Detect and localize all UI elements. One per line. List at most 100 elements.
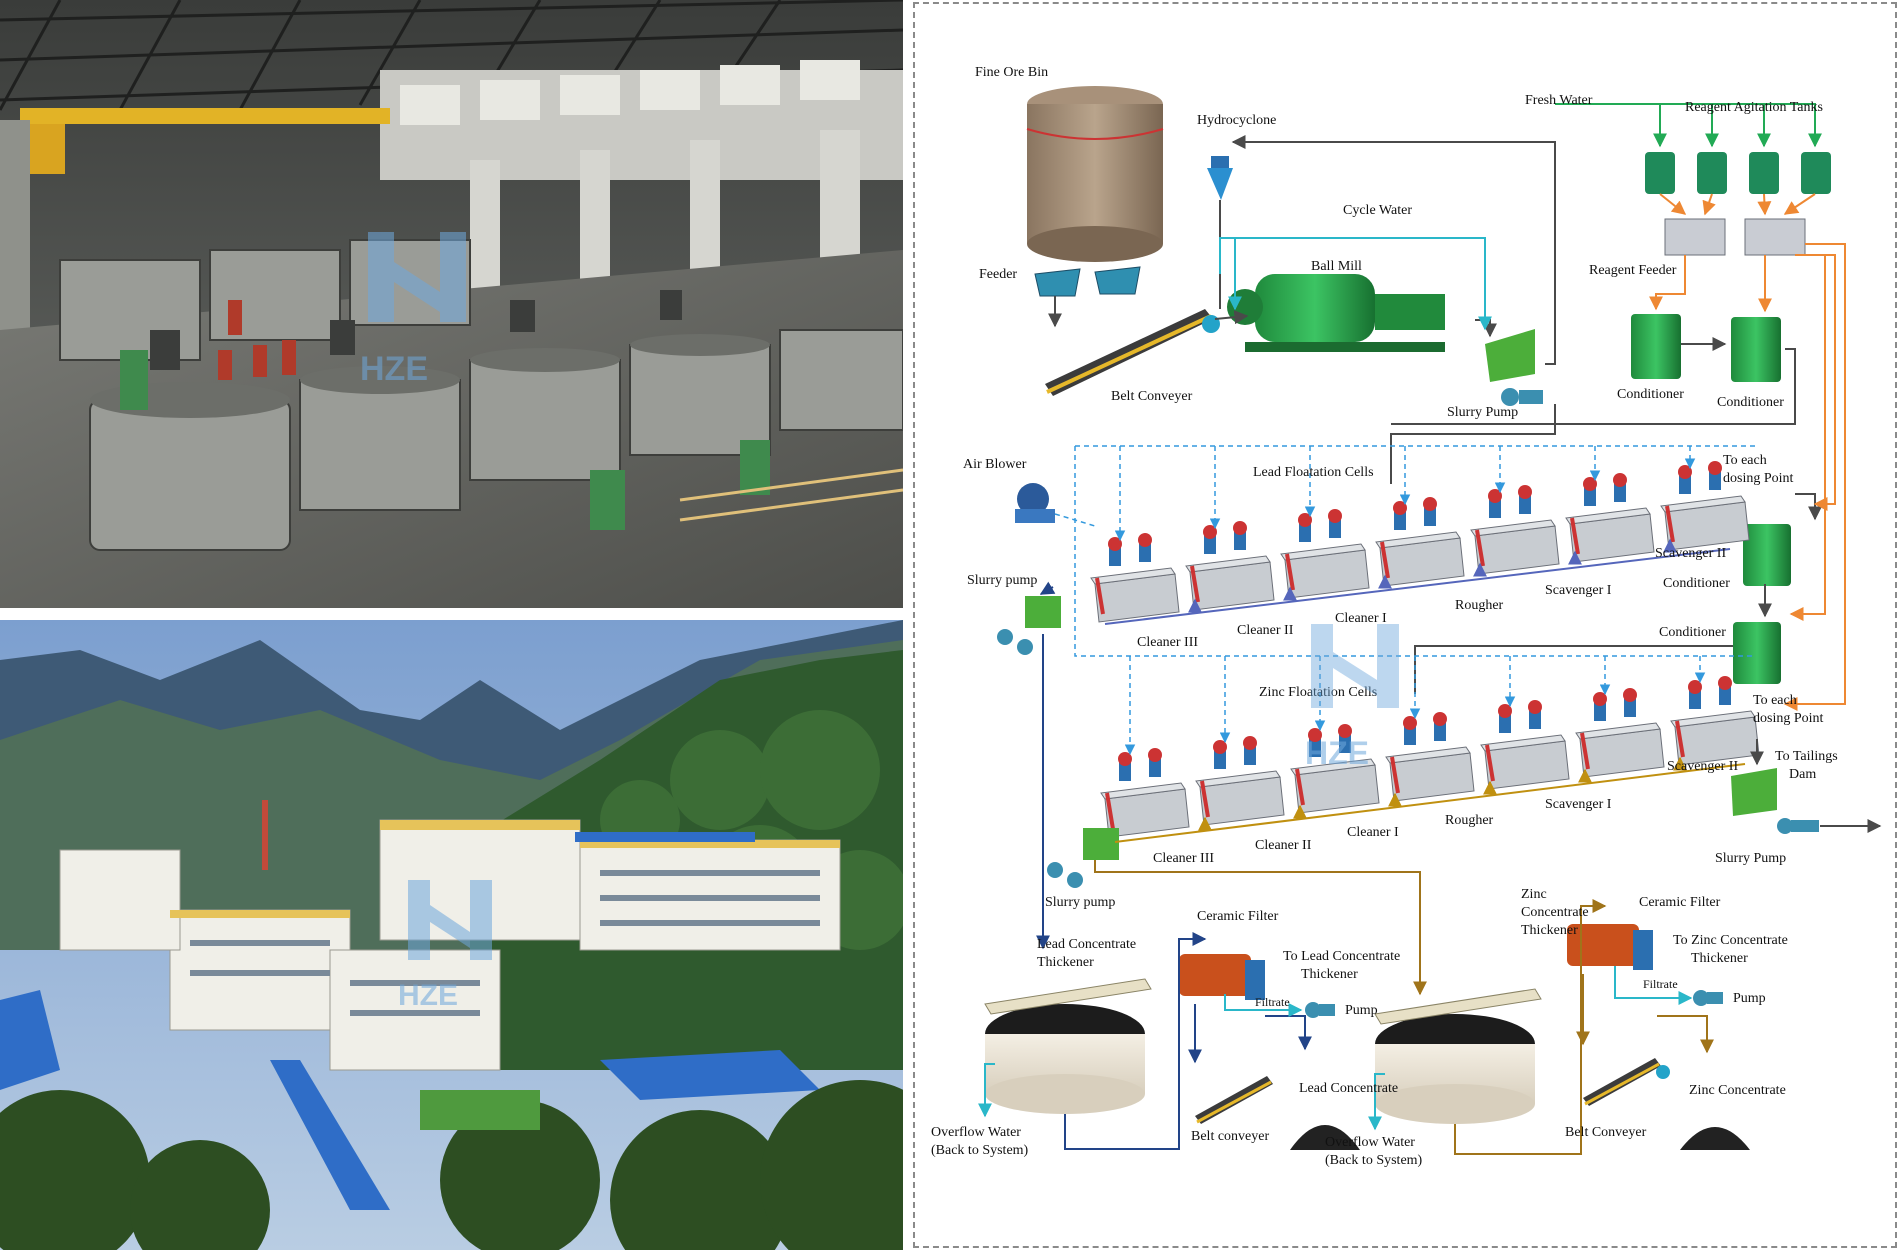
fine-ore-bin: [1026, 86, 1164, 262]
label-slurry-pump-bottom: Slurry pump: [1045, 895, 1115, 910]
label-to-zinc-conc-b: Thickener: [1691, 951, 1748, 966]
label-zinc-cleaner-ii: Cleaner II: [1255, 838, 1312, 853]
lead-cell-2: [1185, 521, 1275, 611]
label-slurry-pump-top: Slurry Pump: [1447, 405, 1518, 420]
label-belt-conveyor-zinc: Belt Conveyer: [1565, 1125, 1647, 1140]
label-to-tailings-b: Dam: [1789, 767, 1816, 782]
label-fresh-water: Fresh Water: [1525, 93, 1593, 108]
zinc-cell-3: [1290, 724, 1380, 814]
air-blower: [1015, 483, 1055, 523]
label-ceramic-filter-1: Ceramic Filter: [1197, 909, 1279, 924]
label-hydrocyclone: Hydrocyclone: [1197, 113, 1276, 128]
zinc-cell-1: [1100, 748, 1190, 838]
belt-conveyor-lead: [1195, 1076, 1273, 1124]
label-to-each-dosing-1b: dosing Point: [1723, 471, 1794, 486]
label-lead-cleaner-i: Cleaner I: [1335, 611, 1387, 626]
belt-conveyor-zinc: [1583, 1058, 1670, 1106]
air-header-zinc: [1074, 446, 1755, 657]
zinc-cell-5: [1480, 700, 1570, 790]
label-lead-scavenger-i: Scavenger I: [1545, 583, 1612, 598]
label-lead-cleaner-iii: Cleaner III: [1137, 635, 1198, 650]
label-zinc-cleaner-i: Cleaner I: [1347, 825, 1399, 840]
label-to-each-dosing-2a: To each: [1753, 693, 1797, 708]
lead-floatation-cell-row: [1090, 461, 1750, 623]
label-lead-concentrate: Lead Concentrate: [1299, 1081, 1398, 1096]
label-zinc-scavenger-ii: Scavenger II: [1667, 759, 1738, 774]
label-to-each-dosing-1a: To each: [1723, 453, 1767, 468]
lead-cell-1: [1090, 533, 1180, 623]
label-zinc-cleaner-iii: Cleaner III: [1153, 851, 1214, 866]
flotation-plant-interior-photo: HZE: [0, 0, 903, 608]
label-conditioner-3: Conditioner: [1659, 625, 1726, 640]
slurry-pump-right: [1731, 768, 1819, 834]
reagent-agitation-tanks: [1645, 152, 1831, 194]
label-filtrate-1: Filtrate: [1255, 995, 1290, 1009]
ball-mill: [1227, 274, 1445, 352]
label-ceramic-filter-2: Ceramic Filter: [1639, 895, 1721, 910]
zinc-cell-2: [1195, 736, 1285, 826]
label-zinc-scavenger-i: Scavenger I: [1545, 797, 1612, 812]
label-lead-scavenger-ii: Scavenger II: [1655, 546, 1726, 561]
label-lead-rougher: Rougher: [1455, 598, 1504, 613]
label-reagent-feeder: Reagent Feeder: [1589, 263, 1677, 278]
label-lead-floatation-cells: Lead Floatation Cells: [1253, 465, 1374, 480]
label-zinc-floatation-cells: Zinc Floatation Cells: [1259, 685, 1377, 700]
label-lead-conc-thickener-b: Thickener: [1037, 955, 1094, 970]
feeder: [1034, 266, 1141, 297]
ceramic-filter-lead: [1179, 954, 1265, 1000]
flotation-process-diagram: Fine Ore Bin Hydrocyclone Fresh Water Re…: [913, 2, 1897, 1248]
label-lead-conditioner: Conditioner: [1663, 576, 1730, 591]
lead-return-line: [1104, 548, 1731, 625]
zinc-cell-7: [1670, 676, 1760, 766]
label-to-each-dosing-2b: dosing Point: [1753, 711, 1824, 726]
slurry-pump-bottom: [1047, 828, 1119, 888]
lead-concentrate-thickener: [984, 978, 1152, 1114]
label-feeder: Feeder: [979, 267, 1017, 282]
label-belt-conveyer-lead: Belt conveyer: [1191, 1129, 1269, 1144]
diagram-labels: Fine Ore Bin Hydrocyclone Fresh Water Re…: [931, 65, 1838, 1168]
lead-cell-6: [1565, 473, 1655, 563]
hydrocyclone: [1207, 156, 1233, 200]
zinc-cell-6: [1575, 688, 1665, 778]
label-slurry-pump-left: Slurry pump: [967, 573, 1037, 588]
label-pump-2: Pump: [1733, 991, 1766, 1006]
label-overflow-1a: Overflow Water: [931, 1125, 1021, 1140]
label-overflow-2a: Overflow Water: [1325, 1135, 1415, 1150]
slurry-pump-left: [997, 596, 1061, 655]
label-slurry-pump-right: Slurry Pump: [1715, 851, 1786, 866]
label-reagent-agitation-tanks: Reagent Agitation Tanks: [1685, 100, 1823, 115]
slurry-pump-top: [1485, 329, 1543, 406]
label-overflow-2b: (Back to System): [1325, 1153, 1423, 1168]
zinc-cell-4: [1385, 712, 1475, 802]
label-ball-mill: Ball Mill: [1311, 259, 1362, 274]
label-overflow-1b: (Back to System): [931, 1143, 1029, 1158]
lead-cell-4: [1375, 497, 1465, 587]
label-zinc-conc-thickener-a: Zinc: [1521, 887, 1547, 902]
filtrate-pump-zinc: [1693, 990, 1723, 1006]
lead-cell-3: [1280, 509, 1370, 599]
photo-top-watermark: HZE: [360, 350, 428, 388]
label-conditioner-2: Conditioner: [1717, 395, 1784, 410]
label-zinc-rougher: Rougher: [1445, 813, 1494, 828]
label-to-lead-conc-a: To Lead Concentrate: [1283, 949, 1400, 964]
label-lead-cleaner-ii: Cleaner II: [1237, 623, 1294, 638]
diagram-watermark: HZE: [1305, 735, 1369, 771]
zinc-concentrate-pile: [1680, 1127, 1750, 1150]
label-lead-conc-thickener-a: Lead Concentrate: [1037, 937, 1136, 952]
zinc-concentrate-thickener: [1374, 988, 1542, 1124]
photo-bottom-watermark: HZE: [398, 979, 458, 1012]
label-zinc-conc-thickener-b: Concentrate: [1521, 905, 1589, 920]
label-zinc-concentrate: Zinc Concentrate: [1689, 1083, 1786, 1098]
filtrate-pump-lead: [1305, 1002, 1335, 1018]
label-belt-conveyer: Belt Conveyer: [1111, 389, 1193, 404]
lead-concentrate-pile: [1290, 1125, 1360, 1150]
label-cycle-water: Cycle Water: [1343, 203, 1412, 218]
label-filtrate-2: Filtrate: [1643, 977, 1678, 991]
label-air-blower: Air Blower: [963, 457, 1027, 472]
label-pump-1: Pump: [1345, 1003, 1378, 1018]
ceramic-filter-zinc: [1567, 924, 1653, 970]
belt-conveyor: [1045, 309, 1220, 396]
label-fine-ore-bin: Fine Ore Bin: [975, 65, 1048, 80]
zinc-return-line: [1114, 763, 1746, 843]
plant-valley-photo: HZE: [0, 620, 903, 1250]
